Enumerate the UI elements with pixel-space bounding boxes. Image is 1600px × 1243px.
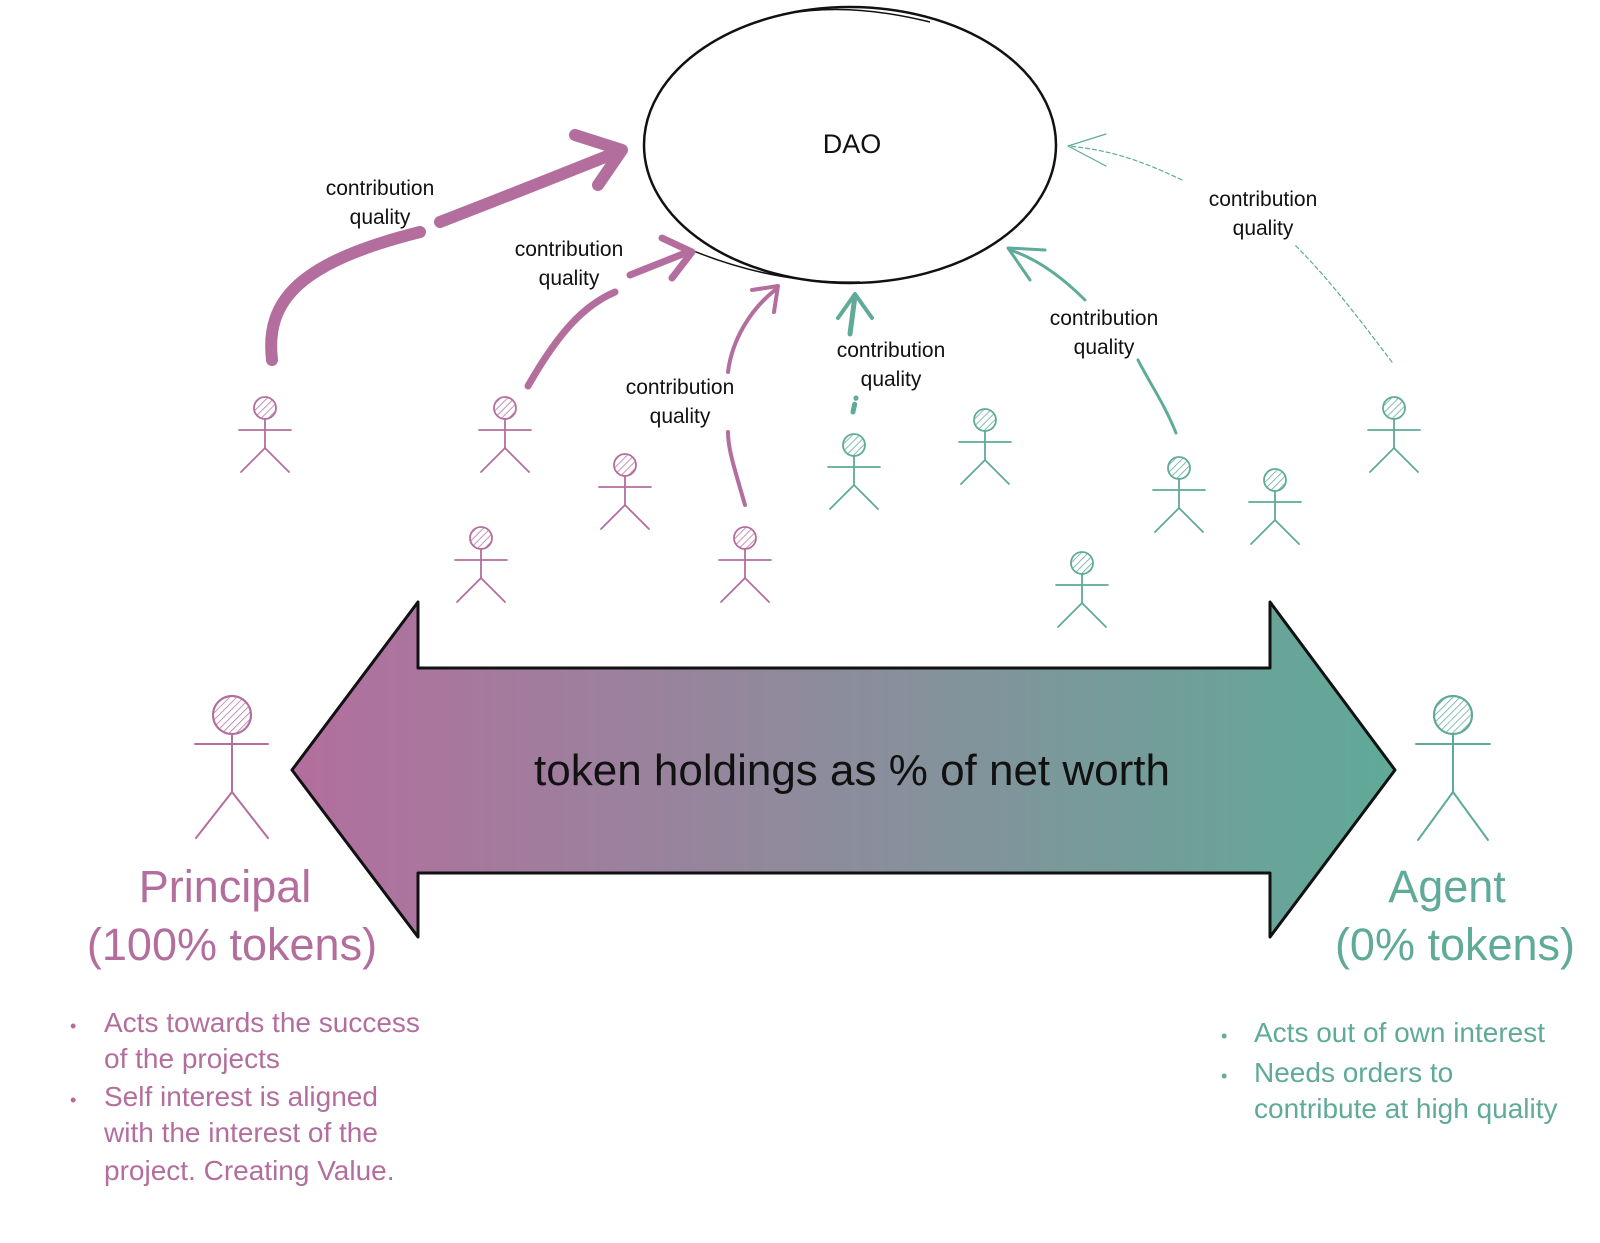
agent-section: Agent (0% tokens) • Acts out of own inte… [1221,861,1575,1124]
edge-label-6: contribution quality [1209,188,1318,240]
arrow-principal-3 [726,284,780,507]
agent-contributor-figure [1152,456,1206,533]
arrow-agent-2 [1006,246,1178,435]
spectrum-label: token holdings as % of net worth [534,746,1170,795]
spectrum-arrow: token holdings as % of net worth [290,600,1397,939]
edge-label-1: contribution quality [326,177,435,229]
edge-label-4: contribution quality [837,339,946,391]
edge-label-3: contribution quality [626,376,735,428]
arrow-principal-2 [524,234,696,390]
agent-subtitle: (0% tokens) [1335,919,1575,970]
agent-contributor-figure [1367,396,1421,473]
arrow-agent-3 [1067,133,1393,363]
agent-figure [1415,695,1491,841]
svg-text:quality: quality [1233,217,1294,240]
agent-bullet-2-line-1: Needs orders to [1254,1057,1453,1088]
bullet-marker: • [70,1090,76,1110]
arrow-principal-1 [265,129,628,366]
svg-text:contribution: contribution [1209,188,1318,211]
principal-bullet-1-line-2: of the projects [104,1043,280,1074]
principal-bullets: • Acts towards the success of the projec… [70,1007,420,1186]
agent-contributor-figure [1248,468,1302,545]
principal-contributor-figure [238,396,292,473]
principal-bullet-2-line-2: with the interest of the [103,1117,378,1148]
principal-section: Principal (100% tokens) • Acts towards t… [70,861,420,1186]
contributor-figures [238,396,1421,628]
agent-bullet-1-line-1: Acts out of own interest [1254,1017,1545,1048]
principal-bullet-2-line-1: Self interest is aligned [104,1081,378,1112]
principal-bullet-1-line-1: Acts towards the success [104,1007,420,1038]
principal-title: Principal [139,861,312,912]
svg-text:contribution: contribution [326,177,435,200]
principal-subtitle: (100% tokens) [87,919,377,970]
svg-text:contribution: contribution [837,339,946,362]
svg-text:quality: quality [350,206,411,229]
agent-contributor-figure [958,408,1012,485]
principal-contributor-figure [454,526,508,603]
dao-node: DAO [642,5,1058,285]
agent-contributor-figure [827,433,881,510]
arrow-agent-1 [836,292,874,415]
svg-text:quality: quality [1074,336,1135,359]
principal-contributor-figure [718,526,772,603]
principal-contributor-figure [598,453,652,530]
svg-text:quality: quality [539,267,600,290]
dao-label: DAO [823,129,882,159]
bullet-marker: • [1221,1066,1227,1086]
agent-contributor-figure [1055,551,1109,628]
svg-text:quality: quality [861,368,922,391]
agent-title: Agent [1388,861,1506,912]
agent-bullets: • Acts out of own interest • Needs order… [1221,1017,1558,1124]
svg-text:contribution: contribution [626,376,735,399]
svg-text:contribution: contribution [1050,307,1159,330]
bullet-marker: • [1221,1026,1227,1046]
svg-text:contribution: contribution [515,238,624,261]
bullet-marker: • [70,1016,76,1036]
principal-bullet-2-line-3: project. Creating Value. [104,1155,395,1186]
agent-bullet-2-line-2: contribute at high quality [1254,1093,1558,1124]
principal-contributor-figure [478,396,532,473]
svg-text:quality: quality [650,405,711,428]
principal-figure [194,695,269,839]
edge-label-2: contribution quality [515,238,624,290]
edge-label-5: contribution quality [1050,307,1159,359]
